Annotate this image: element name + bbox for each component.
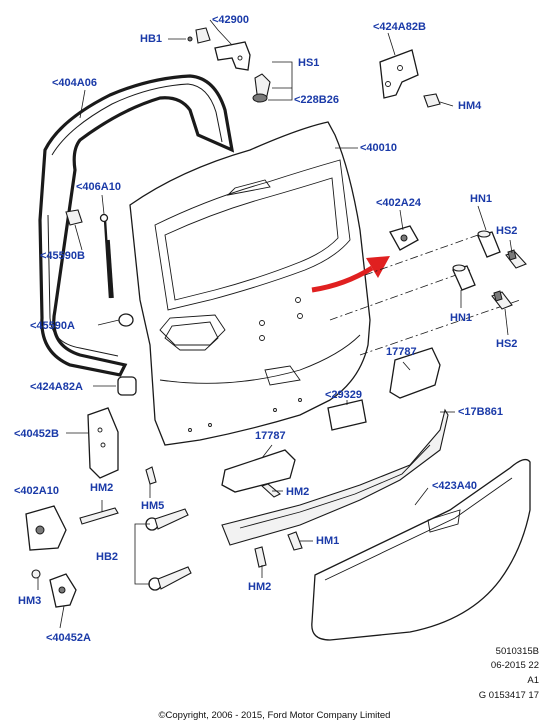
label-hm5: HM5	[141, 500, 165, 512]
label-hs2-top: HS2	[496, 225, 518, 237]
label-hn1-top: HN1	[470, 193, 493, 205]
hinge-bracket	[187, 27, 251, 71]
direction-arrow	[311, 256, 390, 293]
label-hb1: HB1	[140, 33, 163, 45]
hinge-screw-top	[505, 249, 527, 269]
label-17b861: <17B861	[458, 406, 503, 418]
revision-date: 06-2015 22	[490, 660, 539, 671]
weatherstrip-seal	[38, 74, 235, 377]
label-228b26: <228B26	[294, 94, 339, 106]
label-hb2: HB2	[96, 551, 119, 563]
bolt-hb2-top	[145, 508, 189, 531]
molding-17787-right	[389, 347, 441, 399]
label-402a10: <402A10	[14, 485, 59, 497]
screw-hm2-bottom	[254, 546, 267, 568]
label-17787-left: 17787	[255, 430, 286, 442]
label-42900: <42900	[212, 14, 250, 26]
gas-strut	[65, 209, 134, 327]
label-hs1: HS1	[298, 57, 320, 69]
latch-402a10	[25, 505, 119, 551]
hinge-nut-top	[477, 230, 501, 258]
reinforcement-17b861	[221, 408, 449, 546]
copyright: ©Copyright, 2006 - 2015, Ford Motor Comp…	[158, 710, 391, 721]
label-hm1: HM1	[316, 535, 340, 547]
label-406a10: <406A10	[76, 181, 121, 193]
label-hm2-bottom: HM2	[248, 581, 272, 593]
bracket-424a82b	[379, 49, 441, 108]
label-45590b: <45590B	[40, 250, 85, 262]
leader-lines	[37, 19, 513, 629]
plate-29329	[327, 399, 367, 431]
revision-code: A1	[527, 675, 539, 686]
bracket-40452a	[31, 569, 77, 608]
reference-number: 5010315B	[495, 646, 539, 657]
label-45590a: <45590A	[30, 320, 75, 332]
label-40452b: <40452B	[14, 428, 59, 440]
label-hn1-bottom: HN1	[450, 312, 473, 324]
liftgate-panel	[129, 121, 371, 446]
label-hm3: HM3	[18, 595, 42, 607]
label-404a06: <404A06	[52, 77, 97, 89]
label-40010: <40010	[360, 142, 398, 154]
label-hm2-mid: HM2	[286, 486, 310, 498]
striker-402a24	[389, 225, 419, 251]
hinge-screw-bottom	[491, 290, 513, 310]
bumper-pad	[117, 376, 137, 396]
screw-hm2-mid	[260, 483, 281, 498]
hinge-nut-bottom	[452, 264, 476, 291]
bumper-cover	[311, 458, 531, 641]
graphic-number: G 0153417 17	[478, 690, 539, 701]
label-hs2-bottom: HS2	[496, 338, 518, 350]
label-424a82b: <424A82B	[373, 21, 426, 33]
screw-hm1	[287, 531, 303, 551]
label-402a24: <402A24	[376, 197, 421, 209]
bracket-40452b	[87, 407, 157, 485]
label-17787-right: 17787	[386, 346, 417, 358]
label-423a40: <423A40	[432, 480, 477, 492]
label-hm2-left: HM2	[90, 482, 114, 494]
label-29329: <29329	[325, 389, 363, 401]
label-424a82a: <424A82A	[30, 381, 83, 393]
molding-17787-left	[221, 449, 296, 493]
label-40452a: <40452A	[46, 632, 91, 644]
bolt-hb2-bottom	[148, 566, 192, 591]
bolt-hs1	[252, 73, 271, 103]
label-hm4: HM4	[458, 100, 482, 112]
